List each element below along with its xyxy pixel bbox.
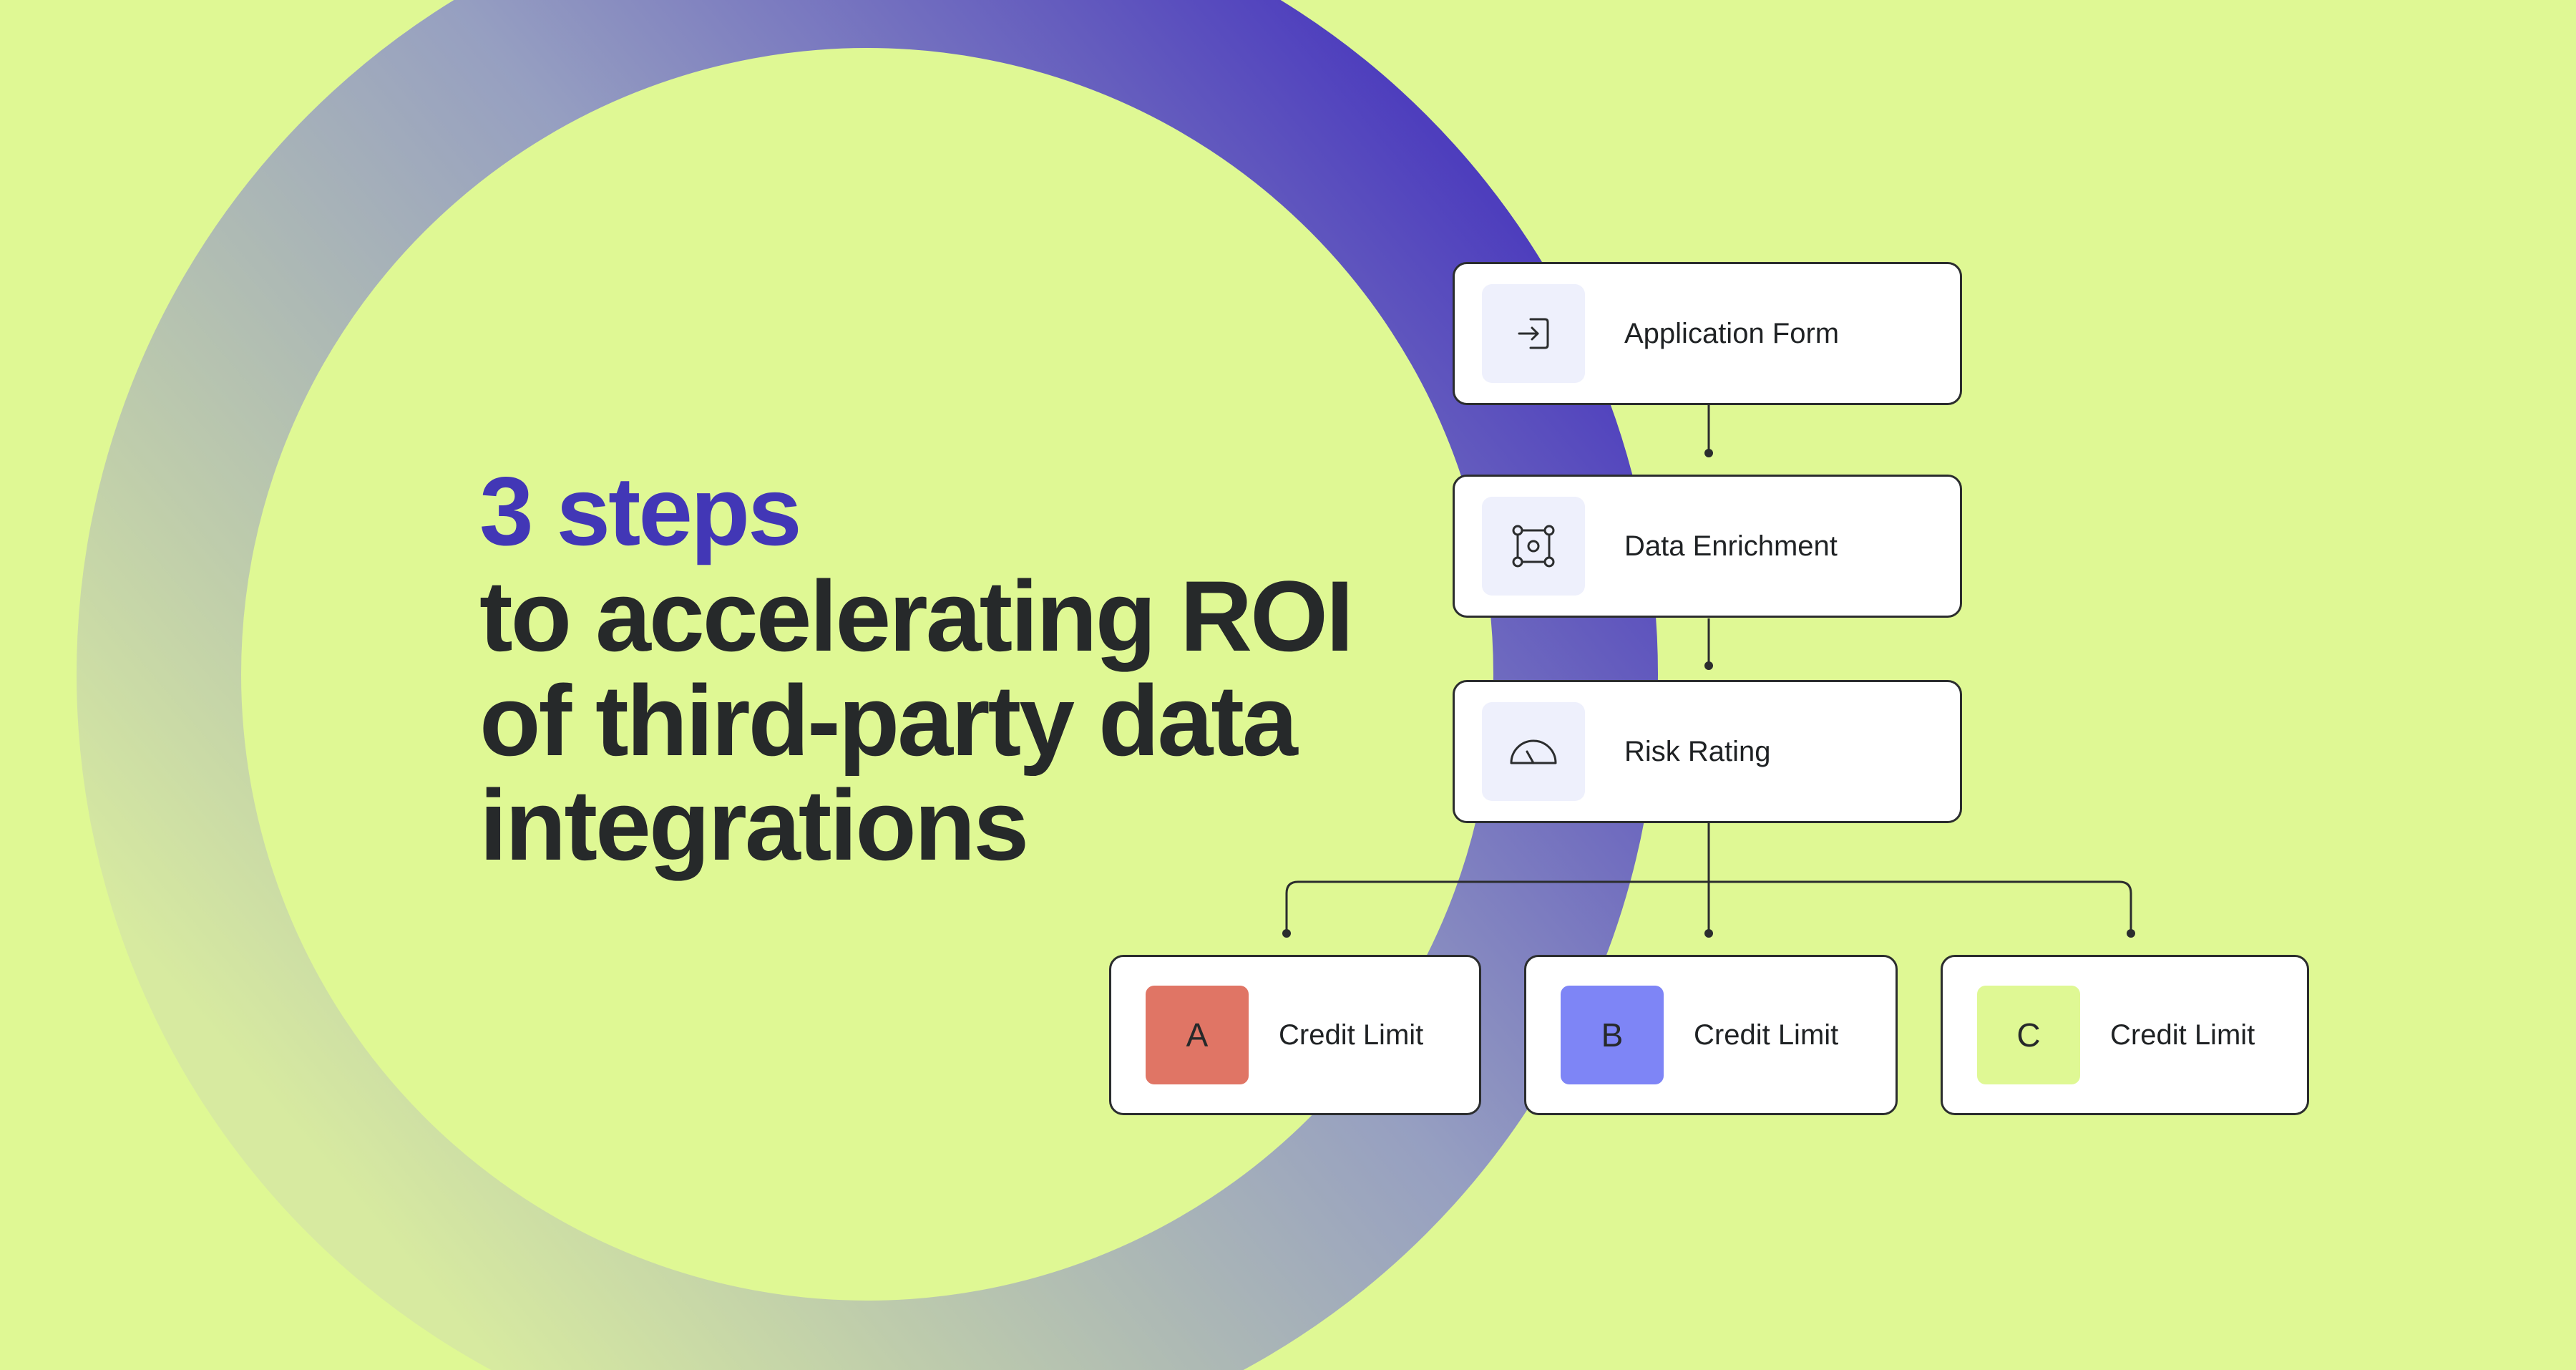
node-graph-icon xyxy=(1482,497,1585,596)
headline-line-1: to accelerating ROI xyxy=(479,560,1354,672)
step-label: Data Enrichment xyxy=(1624,530,1838,562)
outcome-label: Credit Limit xyxy=(1279,1019,1424,1051)
headline: 3 steps to accelerating ROI of third-par… xyxy=(479,458,1481,878)
step-label: Risk Rating xyxy=(1624,735,1771,767)
outcome-card-b: B Credit Limit xyxy=(1524,955,1898,1115)
login-arrow-icon xyxy=(1482,284,1585,383)
outcome-letter-badge: B xyxy=(1561,986,1664,1084)
step-label: Application Form xyxy=(1624,317,1840,349)
flow-connectors xyxy=(1285,405,2132,933)
headline-accent: 3 steps xyxy=(479,457,802,565)
gauge-icon xyxy=(1482,702,1585,801)
outcome-card-c: C Credit Limit xyxy=(1941,955,2309,1115)
outcome-label: Credit Limit xyxy=(2110,1019,2255,1051)
outcome-card-a: A Credit Limit xyxy=(1109,955,1481,1115)
step-card-data-enrichment: Data Enrichment xyxy=(1453,475,1962,618)
outcome-letter-badge: A xyxy=(1146,986,1249,1084)
headline-line-2: of third-party data xyxy=(479,664,1298,777)
step-card-application-form: Application Form xyxy=(1453,262,1962,405)
connector-dots xyxy=(1282,449,2135,938)
outcome-letter-badge: C xyxy=(1977,986,2080,1084)
decorative-ring xyxy=(77,0,1658,1370)
headline-line-3: integrations xyxy=(479,769,1029,881)
outcome-label: Credit Limit xyxy=(1694,1019,1839,1051)
step-card-risk-rating: Risk Rating xyxy=(1453,680,1962,823)
